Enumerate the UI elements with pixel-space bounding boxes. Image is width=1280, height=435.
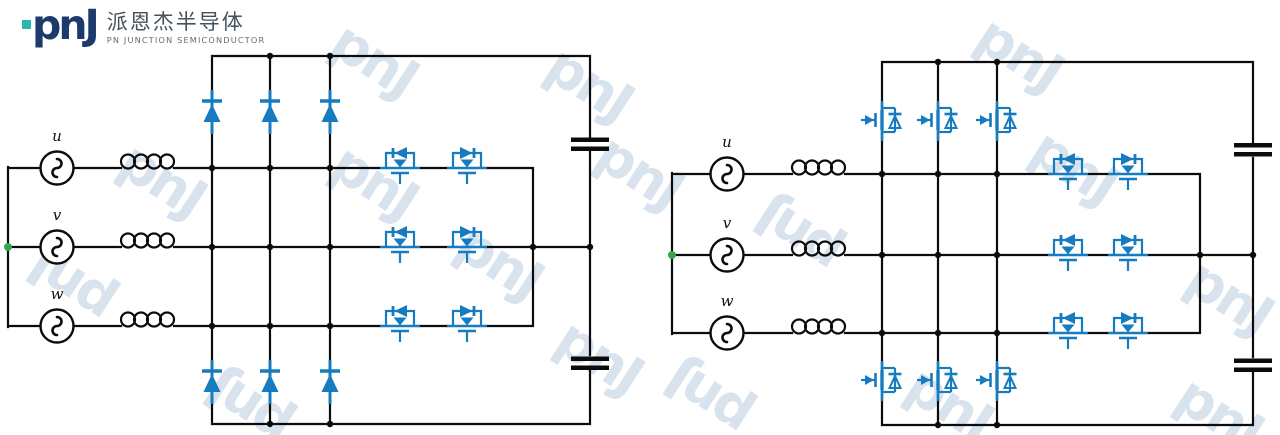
ac-source-v	[39, 229, 75, 265]
brand-logo: pnJ 派恩杰半导体 PN JUNCTION SEMICONDUCTOR	[22, 3, 265, 47]
ac-source-u	[709, 156, 745, 192]
ac-source-u	[39, 150, 75, 186]
boost-diode-top	[258, 88, 282, 136]
boost-diode-bottom	[200, 358, 224, 406]
neutral-point-dot	[4, 243, 12, 251]
inductor-v	[790, 240, 847, 257]
logo-text-block: 派恩杰半导体 PN JUNCTION SEMICONDUCTOR	[107, 10, 266, 45]
junction-dots	[878, 58, 1257, 429]
mosfet-high-side	[974, 99, 1019, 143]
logo-accent-square-icon	[22, 20, 31, 29]
bidir-switch-mosfet	[378, 224, 422, 265]
ac-source-v	[709, 237, 745, 273]
inductor-w	[790, 318, 847, 335]
bidir-switch-mosfet	[1106, 310, 1150, 351]
dc-capacitor-lower	[1234, 358, 1272, 372]
bidir-switch-mosfet	[378, 303, 422, 344]
wires	[6, 54, 592, 426]
company-name-en: PN JUNCTION SEMICONDUCTOR	[106, 35, 266, 45]
bidir-switch-mosfet	[445, 303, 489, 344]
logo-wordmark: pnJ	[22, 1, 100, 49]
inductor-v	[119, 232, 176, 249]
phase-label-u: u	[722, 133, 732, 151]
bidir-switch-mosfet	[1046, 151, 1090, 192]
logo-wordmark-text: pnJ	[32, 1, 100, 49]
inductor-w	[119, 311, 176, 328]
dc-capacitor-upper	[571, 137, 609, 151]
boost-diode-top	[200, 88, 224, 136]
right-circuit: u v w	[668, 58, 1272, 429]
junction-dots	[208, 52, 594, 428]
bidir-switch-mosfet	[378, 145, 422, 186]
left-circuit: u v w	[4, 52, 609, 428]
phase-label-v: v	[723, 214, 732, 232]
wires	[670, 60, 1255, 427]
ac-source-w	[39, 308, 75, 344]
neutral-point-dot	[668, 251, 676, 259]
boost-diode-bottom	[258, 358, 282, 406]
boost-diode-bottom	[318, 358, 342, 406]
bidir-switch-mosfet	[1106, 151, 1150, 192]
company-name-cn: 派恩杰半导体	[106, 10, 245, 34]
phase-label-u: u	[52, 127, 62, 145]
phase-label-w: w	[721, 292, 734, 310]
bidir-switch-mosfet	[1106, 232, 1150, 273]
mosfet-low-side	[974, 359, 1019, 403]
inductor-u	[790, 159, 847, 176]
phase-label-v: v	[53, 206, 62, 224]
dc-capacitor-lower	[571, 356, 609, 370]
bidir-switch-mosfet	[445, 145, 489, 186]
boost-diode-top	[318, 88, 342, 136]
bidir-switch-mosfet	[1046, 310, 1090, 351]
ac-source-w	[709, 315, 745, 351]
mosfet-low-side	[915, 359, 960, 403]
phase-label-w: w	[51, 285, 64, 303]
mosfet-low-side	[859, 359, 904, 403]
bidir-switch-mosfet	[445, 224, 489, 265]
mosfet-high-side	[915, 99, 960, 143]
mosfet-high-side	[859, 99, 904, 143]
inductor-u	[119, 153, 176, 170]
bidir-switch-mosfet	[1046, 232, 1090, 273]
dc-capacitor-upper	[1234, 143, 1272, 157]
